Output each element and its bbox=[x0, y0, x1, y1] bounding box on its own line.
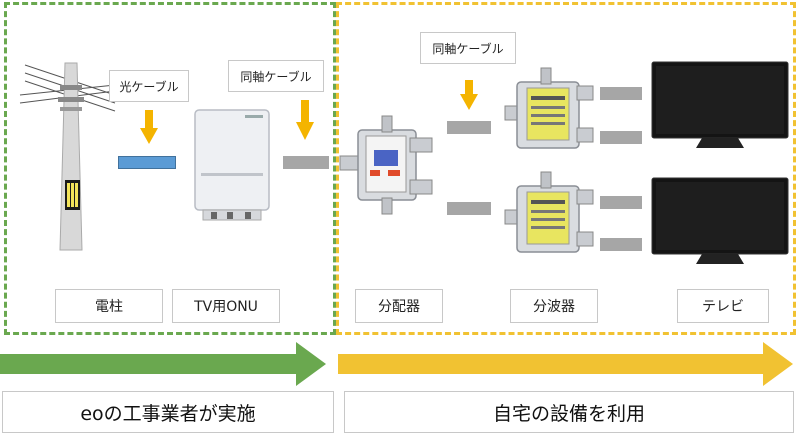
customer-arrow-icon bbox=[338, 342, 793, 386]
device-label-onu: TV用ONU bbox=[172, 289, 280, 323]
device-label-tv: テレビ bbox=[677, 289, 769, 323]
device-label-splitter-text: 分配器 bbox=[378, 299, 420, 315]
contractor-responsibility-text: eoの工事業者が実施 bbox=[80, 402, 256, 425]
coax-cable-demux-out-1 bbox=[600, 87, 642, 100]
device-label-demux: 分波器 bbox=[510, 289, 598, 323]
customer-responsibility-label: 自宅の設備を利用 bbox=[344, 391, 794, 433]
customer-zone bbox=[336, 2, 796, 335]
contractor-arrow-icon bbox=[0, 342, 326, 386]
down-arrow-icon bbox=[296, 100, 314, 140]
tv-icon bbox=[651, 61, 789, 148]
optical-cable-callout: 光ケーブル bbox=[109, 70, 189, 102]
splitter-device-icon bbox=[339, 115, 433, 215]
tv-icon bbox=[651, 177, 789, 264]
demux-device-icon bbox=[504, 171, 594, 253]
contractor-responsibility-label: eoの工事業者が実施 bbox=[2, 391, 334, 433]
coax-cable-splitter-label: 同軸ケーブル bbox=[432, 41, 504, 56]
device-label-onu-text: TV用ONU bbox=[194, 299, 258, 315]
coax-cable-callout-splitter: 同軸ケーブル bbox=[420, 32, 516, 64]
contractor-zone bbox=[4, 2, 336, 335]
device-label-splitter: 分配器 bbox=[355, 289, 443, 323]
coax-cable-demux-out-4 bbox=[600, 238, 642, 251]
down-arrow-icon bbox=[460, 80, 478, 110]
coax-cable-splitter-out-1 bbox=[447, 121, 491, 134]
coax-cable-demux-out-2 bbox=[600, 131, 642, 144]
utility-pole-icon bbox=[19, 62, 116, 251]
optical-cable-label: 光ケーブル bbox=[119, 79, 179, 94]
device-label-pole-text: 電柱 bbox=[95, 299, 123, 315]
coax-cable-callout-onu: 同軸ケーブル bbox=[228, 60, 324, 92]
coax-cable-splitter-out-2 bbox=[447, 202, 491, 215]
device-label-tv-text: テレビ bbox=[702, 299, 744, 315]
device-label-pole: 電柱 bbox=[55, 289, 163, 323]
coax-cable-onu-out bbox=[283, 156, 329, 169]
demux-device-icon bbox=[504, 67, 594, 149]
coax-cable-onu-label: 同軸ケーブル bbox=[240, 69, 312, 84]
optical-cable bbox=[118, 156, 176, 169]
device-label-demux-text: 分波器 bbox=[533, 299, 575, 315]
coax-cable-demux-out-3 bbox=[600, 196, 642, 209]
onu-device-icon bbox=[194, 109, 270, 221]
down-arrow-icon bbox=[140, 110, 158, 144]
customer-responsibility-text: 自宅の設備を利用 bbox=[492, 402, 645, 425]
